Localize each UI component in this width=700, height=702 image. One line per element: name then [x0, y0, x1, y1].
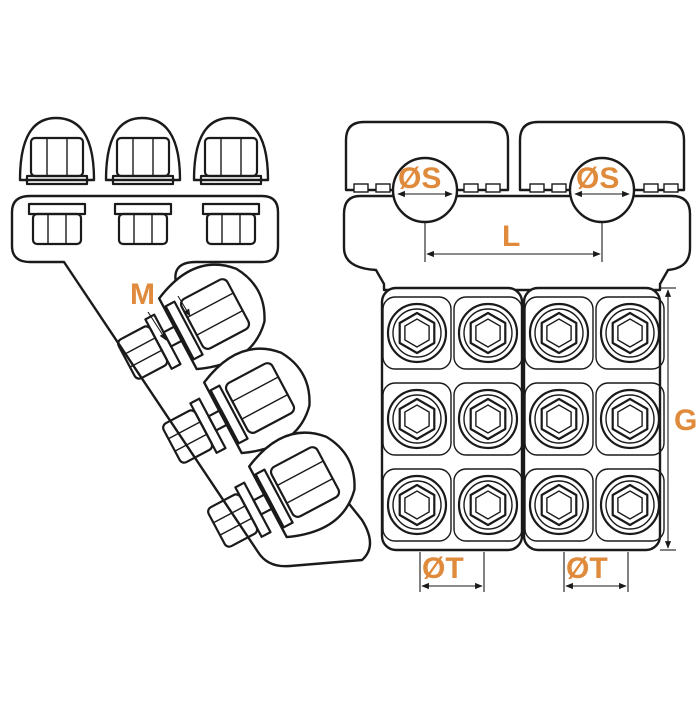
label-s-left: ØS	[398, 162, 441, 195]
bolt-icon	[199, 136, 263, 246]
hex-nut-icon	[453, 296, 523, 370]
angled-bolt-icon	[207, 431, 356, 548]
hex-nut-icon	[382, 382, 452, 456]
dimension-labels: M ØS ØS L G ØT ØT	[130, 162, 697, 585]
left-cap	[344, 120, 510, 192]
hex-nut-icon	[453, 382, 523, 456]
top-bolt-row	[18, 116, 270, 182]
hex-nut-icon	[524, 296, 594, 370]
bolt-icon	[25, 136, 89, 246]
angled-bolts	[117, 263, 356, 548]
label-g: G	[674, 404, 697, 437]
hex-nut-icon	[595, 468, 665, 542]
bolt-block-right	[522, 286, 662, 552]
hex-nut-icon	[524, 382, 594, 456]
label-t-right: ØT	[566, 552, 608, 585]
label-s-right: ØS	[576, 162, 619, 195]
hex-nut-icon	[595, 296, 665, 370]
right-cap	[518, 120, 686, 192]
dimensions	[147, 190, 676, 592]
label-l: L	[502, 220, 520, 253]
front-view	[342, 120, 692, 552]
hex-nut-icon	[453, 468, 523, 542]
side-view	[10, 116, 372, 568]
hex-nut-icon	[382, 296, 452, 370]
bolt-block-left	[380, 286, 524, 552]
label-t-left: ØT	[422, 552, 464, 585]
hex-nut-icon	[524, 468, 594, 542]
label-m: M	[130, 278, 155, 311]
hex-nut-icon	[382, 468, 452, 542]
hex-nut-icon	[595, 382, 665, 456]
bolt-icon	[111, 136, 175, 246]
top-bolts	[25, 136, 263, 246]
front-bolt-grid	[382, 296, 665, 542]
